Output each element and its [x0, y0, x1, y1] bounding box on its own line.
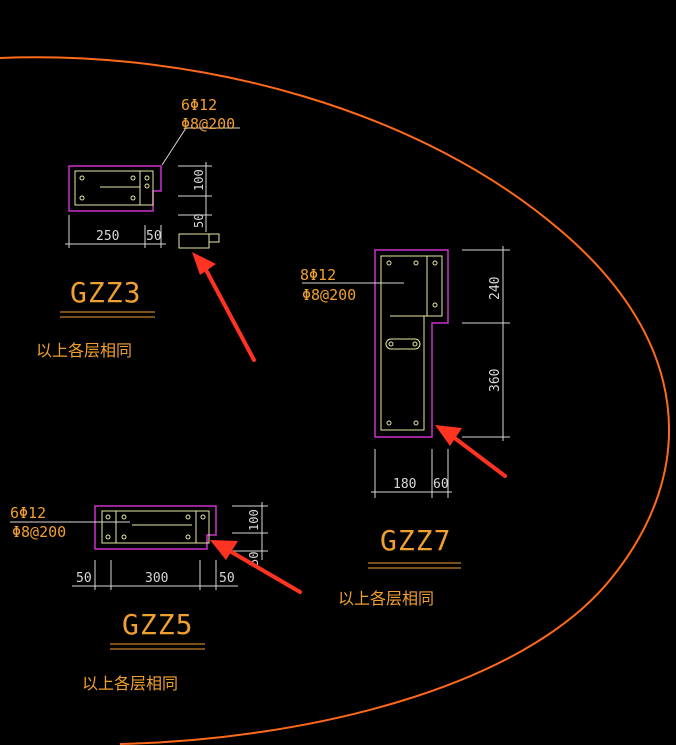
- gzz3-dim-height: 100: [192, 169, 206, 191]
- gzz3-rebar-stirrup: Φ8@200: [181, 115, 235, 133]
- revision-cloud-ellipse: [0, 56, 670, 745]
- gzz3-label: GZZ3: [70, 276, 141, 309]
- gzz5-rebar-stirrup: Φ8@200: [12, 523, 66, 541]
- gzz3-rebar-main: 6Φ12: [181, 96, 217, 114]
- gzz7-dim-width: 180: [393, 477, 416, 492]
- gzz3-note: 以上各层相同: [36, 341, 132, 360]
- gzz5-stirrup: [101, 510, 210, 544]
- gzz3-dim-width: 250: [96, 229, 119, 244]
- arrow-icon-gzz3: [192, 252, 256, 362]
- gzz5-dim-mid: 300: [145, 571, 168, 586]
- gzz7-rebar-stirrup: Φ8@200: [302, 286, 356, 304]
- annotation-arrows: [192, 252, 507, 594]
- gzz5-dim-left: 50: [76, 571, 92, 586]
- gzz7-note: 以上各层相同: [338, 589, 434, 608]
- gzz7-dim-width2: 60: [433, 477, 449, 492]
- gzz5-label: GZZ5: [122, 608, 193, 641]
- gzz5-outline: [94, 505, 217, 550]
- arrow-icon-gzz5: [210, 540, 302, 594]
- gzz7-outline: [374, 249, 449, 438]
- gzz5-dim-right: 50: [219, 571, 235, 586]
- gzz3-dim-width2: 50: [146, 229, 162, 244]
- gzz3-section: 6Φ12 Φ8@200 100 50 250 50 GZZ3 以: [36, 96, 240, 360]
- gzz3-dim-height2: 50: [192, 214, 206, 228]
- gzz7-label: GZZ7: [380, 524, 451, 557]
- gzz7-dim-height-top: 240: [488, 277, 503, 300]
- gzz7-stirrup: [380, 255, 443, 431]
- gzz7-dim-height-bottom: 360: [488, 369, 503, 392]
- gzz7-rebar-main: 8Φ12: [300, 266, 336, 284]
- gzz5-dim-height: 100: [247, 509, 261, 531]
- gzz3-detail-box: [178, 233, 210, 249]
- gzz5-section: 6Φ12 Φ8@200 100 50 50 300 50 GZZ5 以上各层相同: [10, 502, 268, 693]
- gzz3-outline: [68, 165, 162, 212]
- gzz7-section: 8Φ12 Φ8@200 240 360 180 60 GZZ7 以上各层相同: [300, 246, 510, 608]
- gzz3-stirrup: [74, 170, 154, 206]
- gzz5-rebar-main: 6Φ12: [10, 504, 46, 522]
- arrow-icon-gzz7: [435, 425, 507, 478]
- gzz5-note: 以上各层相同: [82, 674, 178, 693]
